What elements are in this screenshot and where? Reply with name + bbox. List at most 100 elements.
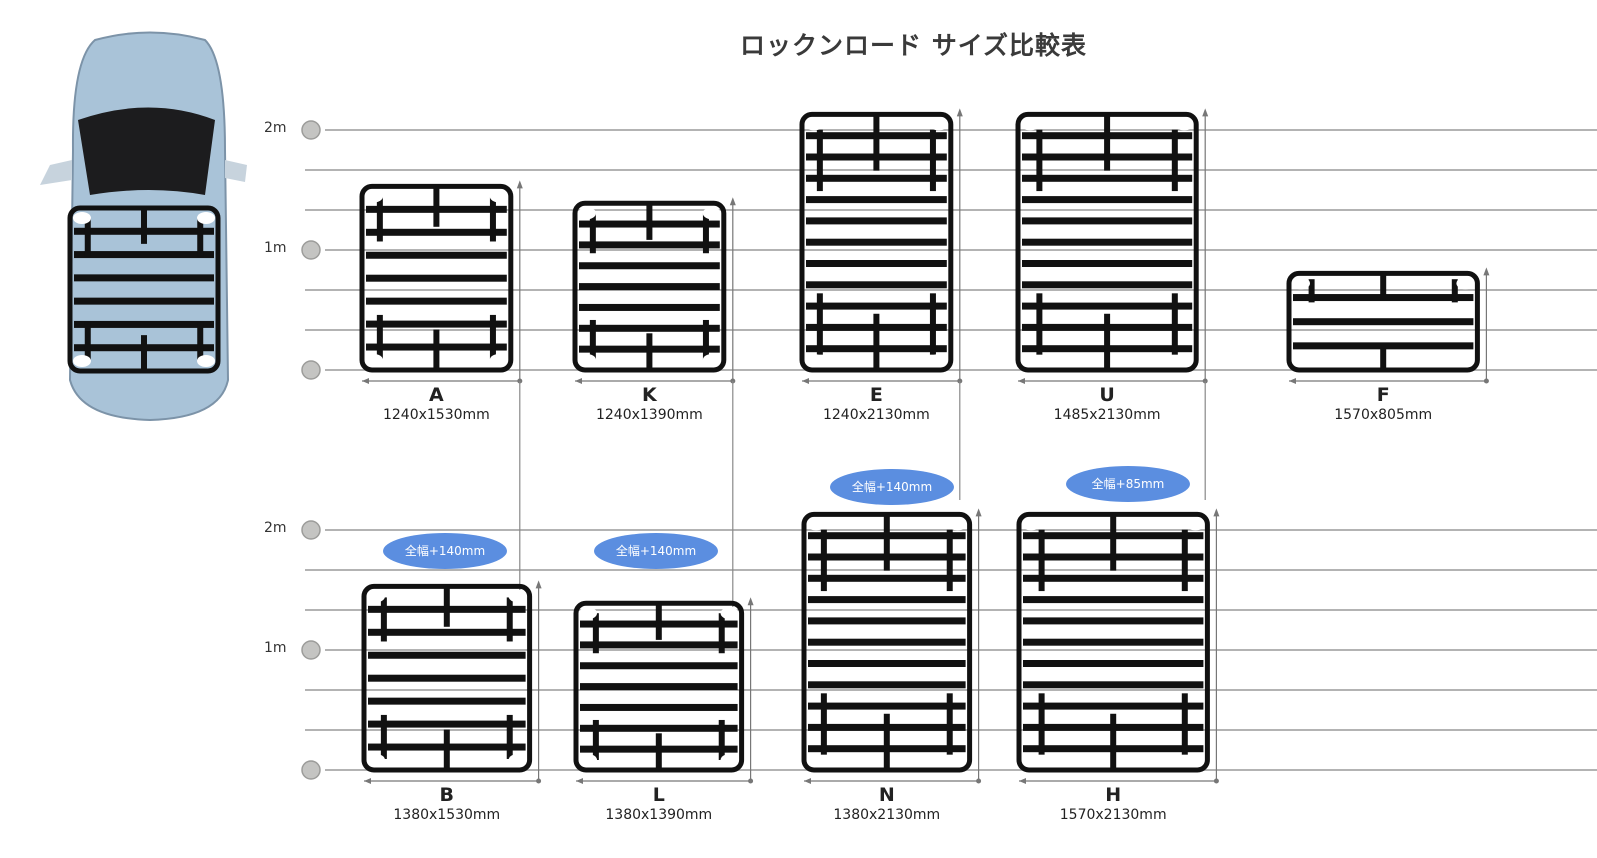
car-mirrors	[40, 160, 247, 185]
rack-side-bar	[820, 693, 827, 755]
width-increase-badge: 全幅+140mm	[830, 469, 954, 505]
rack-corner	[1022, 754, 1040, 766]
rack-center-bar	[1104, 114, 1111, 171]
arrow-up-icon	[956, 108, 963, 117]
scale-marker-icon	[301, 760, 321, 780]
rack-crossbar	[806, 260, 947, 267]
rack-crossbar	[368, 651, 526, 659]
rack-side-bar	[592, 613, 599, 654]
rack-crossbar	[580, 683, 738, 691]
width-increase-badge: 全幅+140mm	[594, 533, 718, 569]
rack-crossbar	[1023, 702, 1204, 710]
scale-marker-icon	[301, 520, 321, 540]
rack-side-bar	[1181, 529, 1188, 592]
arrow-up-icon	[1483, 267, 1490, 276]
rack-side-bar	[1036, 129, 1043, 192]
rack-letter: F	[1376, 384, 1390, 406]
rack-side-bar	[946, 529, 953, 592]
width-increase-badge: 全幅+140mm	[383, 533, 507, 569]
rack-crossbar	[1022, 281, 1193, 289]
rack-crossbar	[1293, 342, 1474, 350]
rack-side-bar	[506, 597, 513, 642]
rack-b	[361, 580, 542, 784]
rack-corner	[365, 354, 383, 366]
rack-letter: A	[429, 384, 444, 406]
rack-side-bar	[489, 197, 496, 242]
rack-crossbar	[366, 320, 507, 328]
rack-side-bar	[702, 213, 709, 254]
rack-crossbar	[366, 228, 507, 236]
rack-side-bar	[946, 693, 953, 755]
rack-side-bar	[376, 314, 383, 359]
rack-h	[1016, 508, 1220, 784]
rack-crossbar	[806, 238, 947, 246]
rack-crossbar	[368, 720, 526, 728]
rack-side-bar	[929, 129, 936, 192]
rack-side-bar	[489, 314, 496, 359]
rack-center-bar	[873, 313, 880, 370]
rack-l	[573, 597, 754, 784]
rack-size: 1380x1530mm	[393, 807, 501, 823]
rack-center-bar	[1110, 514, 1117, 571]
rack-letter: U	[1099, 384, 1115, 406]
rack-center-bar	[1104, 313, 1111, 370]
rack-side-bar	[84, 322, 91, 362]
rack-crossbar	[1023, 660, 1204, 667]
rack-f	[1286, 267, 1490, 384]
rack-center-bar	[873, 114, 880, 171]
rack-center-bar	[443, 729, 450, 770]
rack-side-bar	[589, 213, 596, 254]
rack-corner	[489, 190, 508, 203]
rack-crossbar	[1293, 318, 1474, 326]
rack-crossbar	[366, 274, 507, 282]
rack-side-bar	[197, 322, 204, 362]
rack-corner	[579, 754, 597, 766]
rack-corner	[1175, 354, 1194, 366]
rack-crossbar	[74, 251, 214, 259]
rack-size: 1380x2130mm	[833, 807, 941, 823]
rack-center-bar	[443, 586, 450, 627]
rack-crossbar	[806, 196, 947, 204]
dimension-dot	[976, 778, 982, 784]
rack-side-bar	[816, 293, 823, 355]
rack-crossbar	[1022, 174, 1193, 182]
rack-size: 1485x2130mm	[1053, 407, 1161, 423]
rack-corner	[929, 118, 948, 131]
arrow-left-icon	[802, 378, 809, 384]
rack-corner	[948, 518, 967, 531]
arrow-left-icon	[1289, 378, 1296, 384]
arrow-left-icon	[575, 378, 582, 384]
rack-side-bar	[929, 293, 936, 355]
arrow-up-icon	[729, 197, 736, 206]
rack-crossbar	[808, 702, 966, 710]
rack-corner	[805, 354, 823, 366]
rack-corner	[1292, 354, 1310, 366]
rack-corner	[807, 518, 825, 531]
rack-crossbar	[1022, 302, 1193, 310]
rack-crossbar	[366, 297, 507, 305]
arrow-up-icon	[975, 508, 982, 517]
rack-side-bar	[718, 719, 725, 760]
rack-crossbar	[806, 302, 947, 310]
rack-crossbar	[74, 297, 214, 305]
rack-crossbar	[580, 703, 738, 711]
arrow-up-icon	[1213, 508, 1220, 517]
rack-center-bar	[646, 203, 653, 240]
rack-letter: K	[642, 384, 657, 406]
arrow-up-icon	[747, 597, 754, 606]
rack-size: 1380x1390mm	[605, 807, 713, 823]
rack-corner	[73, 212, 91, 224]
scale-label: 1m	[264, 640, 287, 656]
rack-crossbar	[580, 641, 738, 649]
rack-crossbar	[806, 281, 947, 289]
rack-crossbar	[808, 681, 966, 689]
rack-corner	[1186, 518, 1205, 531]
rack-size: 1240x2130mm	[822, 407, 930, 423]
scale-marker-icon	[301, 360, 321, 380]
rack-center-bar	[1380, 348, 1387, 370]
rack-corner	[720, 607, 739, 620]
